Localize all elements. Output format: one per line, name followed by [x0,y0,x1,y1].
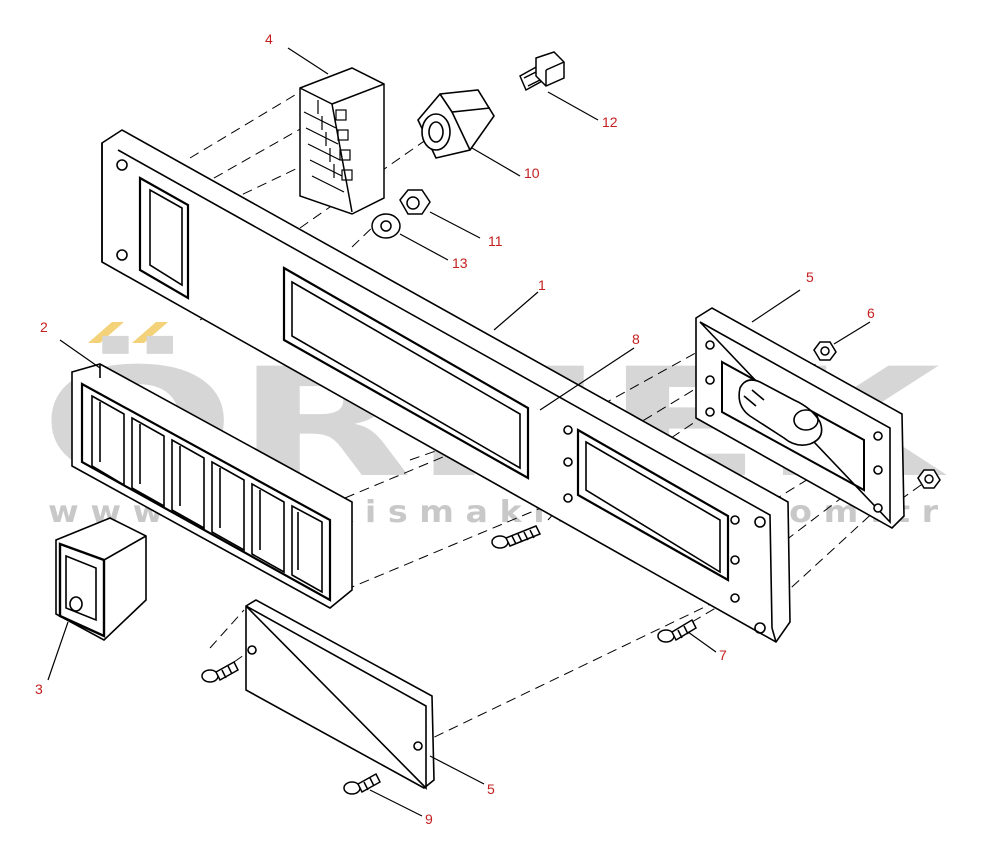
screw-9 [343,772,381,795]
callout-4: 4 [265,31,273,47]
bolt [519,51,565,92]
callout-5-right: 5 [806,269,814,285]
blanking-cover [245,599,435,790]
bulb [738,379,823,446]
hex-nut-large [417,89,495,159]
callout-10: 10 [524,165,540,181]
switch-bezel [71,363,353,609]
callout-5-bottom: 5 [487,781,495,797]
watermark-accent-marks [88,322,168,343]
washer [371,213,401,239]
nut-right [917,469,941,489]
callout-1: 1 [538,277,546,293]
terminal-connector [299,67,385,215]
callout-labels: 1 2 3 4 5 5 6 7 8 9 10 11 12 13 [35,31,875,827]
callout-2: 2 [40,319,48,335]
small-nut [399,189,431,215]
callout-6: 6 [867,305,875,321]
callout-9: 9 [425,811,433,827]
screw-7 [657,618,697,643]
leader-lines [47,47,871,817]
callout-7: 7 [719,647,727,663]
screw-cover-left [201,660,239,683]
callout-8: 8 [632,331,640,347]
rocker-switch [55,517,147,641]
screw-center [491,525,542,549]
callout-13: 13 [452,255,468,271]
lamp-plate [695,307,905,529]
main-panel [101,129,791,644]
nut-6 [813,341,837,361]
callout-12: 12 [602,114,618,130]
callout-11: 11 [488,233,503,249]
callout-3: 3 [35,681,43,697]
